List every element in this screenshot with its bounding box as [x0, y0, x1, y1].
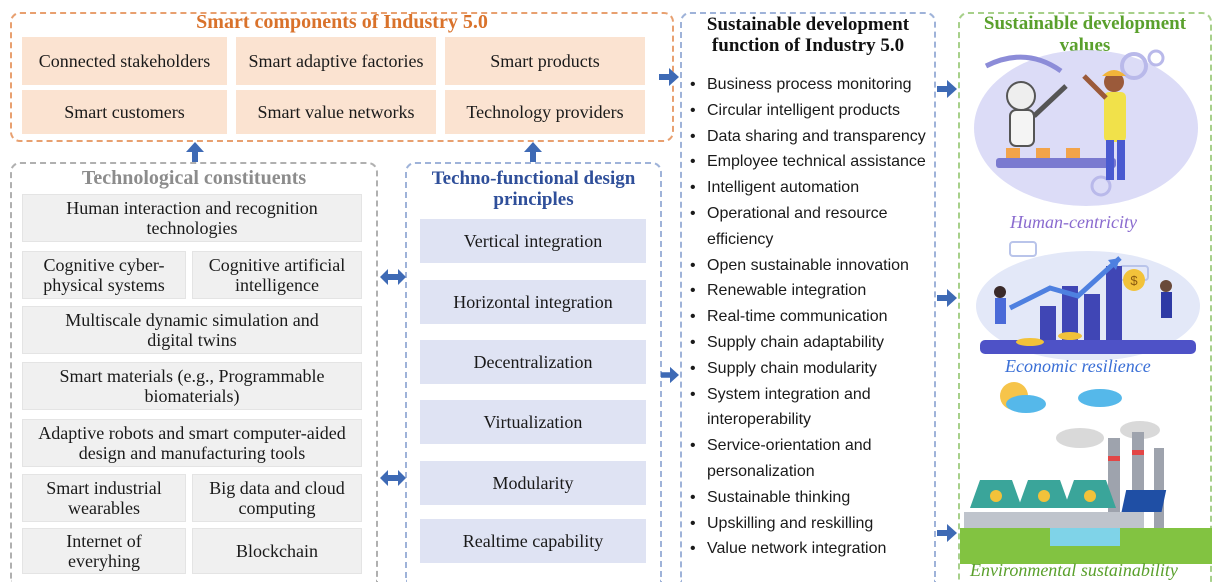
double-arrow-icon: [380, 470, 406, 486]
function-item: Upskilling and reskilling: [690, 511, 935, 537]
environmental-sustainability-illustration: [960, 382, 1212, 564]
tech-human-interaction: Human interaction and recognition techno…: [22, 194, 362, 242]
sustainable-values-panel: [958, 12, 1212, 582]
tech-smart-materials: Smart materials (e.g., Programmable biom…: [22, 362, 362, 410]
human-centricity-caption: Human-centricity: [1010, 212, 1137, 232]
principle-virtualization: Virtualization: [420, 400, 646, 444]
tech-smart-wearables: Smart industrial wearables: [22, 474, 186, 522]
up-arrow-icon: [524, 142, 542, 162]
tech-cognitive-cps: Cognitive cyber-physical systems: [22, 251, 186, 299]
right-arrow-icon: [661, 366, 679, 384]
function-item: Supply chain modularity: [690, 356, 935, 382]
economic-resilience-illustration: $: [976, 241, 1200, 360]
tech-digital-twins: Multiscale dynamic simulation and digita…: [22, 306, 362, 354]
sustainable-function-panel: [680, 12, 936, 582]
sustainable-function-list: Business process monitoring Circular int…: [690, 72, 935, 562]
right-arrow-icon: [659, 68, 679, 86]
function-item: Circular intelligent products: [690, 98, 935, 124]
tech-big-data-cloud: Big data and cloud computing: [192, 474, 362, 522]
environmental-sustainability-caption: Environmental sustainability: [970, 560, 1178, 580]
function-item: Business process monitoring: [690, 72, 935, 98]
function-item: Employee technical assistance: [690, 149, 935, 175]
function-item: Real-time communication: [690, 304, 935, 330]
right-arrow-icon: [937, 524, 957, 542]
tech-adaptive-robots: Adaptive robots and smart computer-aided…: [22, 419, 362, 467]
smart-component-smart-customers: Smart customers: [22, 90, 227, 134]
smart-component-smart-value-networks: Smart value networks: [236, 90, 436, 134]
function-item: Service-orientation and personalization: [690, 433, 935, 485]
smart-components-title: Smart components of Industry 5.0: [196, 11, 488, 33]
design-principles-panel: [405, 162, 662, 582]
principle-decentralization: Decentralization: [420, 340, 646, 384]
double-arrow-icon: [380, 269, 406, 285]
smart-component-technology-providers: Technology providers: [445, 90, 645, 134]
principle-realtime-capability: Realtime capability: [420, 519, 646, 563]
function-item: System integration and interoperability: [690, 382, 935, 434]
principle-vertical-integration: Vertical integration: [420, 219, 646, 263]
function-item: Intelligent automation: [690, 175, 935, 201]
tech-cognitive-ai: Cognitive artificial intelligence: [192, 251, 362, 299]
economic-resilience-caption: Economic resilience: [1005, 356, 1151, 376]
right-arrow-icon: [937, 80, 957, 98]
principle-modularity: Modularity: [420, 461, 646, 505]
sustainable-function-title: Sustainable development function of Indu…: [706, 14, 910, 56]
design-principles-title: Techno-functional design principles: [431, 168, 636, 210]
up-arrow-icon: [186, 142, 204, 162]
function-item: Supply chain adaptability: [690, 330, 935, 356]
right-arrow-icon: [937, 289, 957, 307]
function-item: Sustainable thinking: [690, 485, 935, 511]
function-item: Value network integration: [690, 536, 935, 562]
technological-constituents-panel: [10, 162, 378, 582]
function-item: Open sustainable innovation: [690, 253, 935, 279]
tech-blockchain: Blockchain: [192, 528, 362, 574]
smart-component-connected-stakeholders: Connected stakeholders: [22, 37, 227, 85]
human-centricity-illustration: [974, 49, 1198, 206]
tech-internet-of-everything: Internet of everyhing: [22, 528, 186, 574]
function-item: Operational and resource efficiency: [690, 201, 935, 253]
function-item: Renewable integration: [690, 278, 935, 304]
svg-text:$: $: [1130, 273, 1138, 288]
principle-horizontal-integration: Horizontal integration: [420, 280, 646, 324]
smart-component-smart-adaptive-factories: Smart adaptive factories: [236, 37, 436, 85]
function-item: Data sharing and transparency: [690, 124, 935, 150]
smart-component-smart-products: Smart products: [445, 37, 645, 85]
technological-constituents-title: Technological constituents: [81, 167, 307, 189]
